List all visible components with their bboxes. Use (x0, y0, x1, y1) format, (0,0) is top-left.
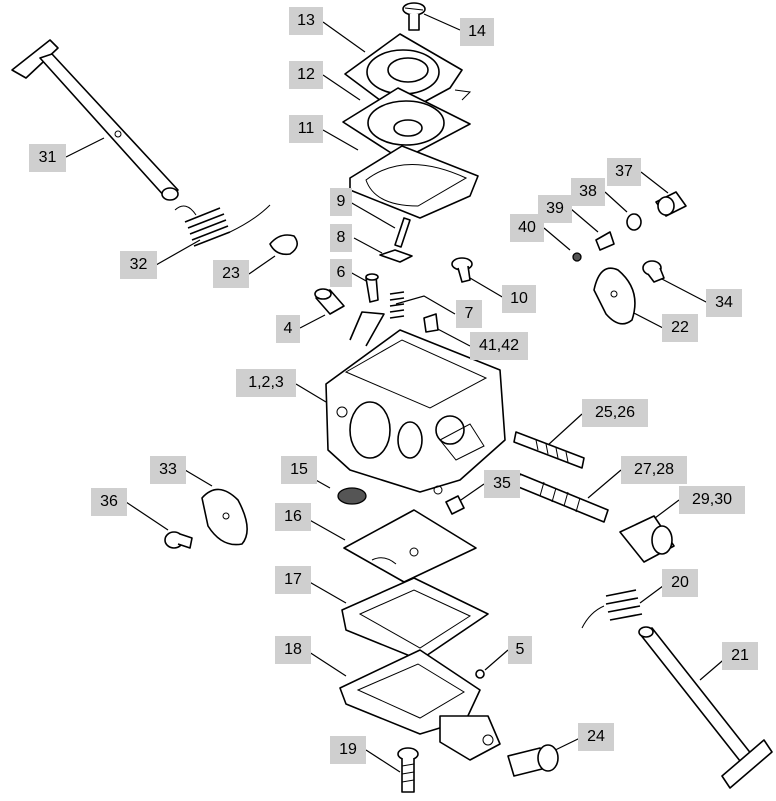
label-part-37[interactable]: 37 (607, 158, 641, 186)
label-part-41-42[interactable]: 41,42 (470, 332, 528, 360)
label-part-1-2-3[interactable]: 1,2,3 (236, 369, 296, 397)
label-part-29-30[interactable]: 29,30 (679, 486, 745, 514)
label-part-10[interactable]: 10 (502, 285, 536, 313)
part-20-spring-drawing (581, 589, 643, 629)
part-1-2-3-body-drawing (325, 311, 506, 495)
label-part-6[interactable]: 6 (330, 259, 352, 287)
label-part-17[interactable]: 17 (275, 566, 311, 594)
label-part-8[interactable]: 8 (330, 224, 352, 252)
part-9-pin-drawing (394, 217, 411, 248)
part-7-spring-drawing (389, 291, 405, 319)
part-19-screw-drawing (397, 747, 419, 793)
part-5-ball-drawing (475, 669, 485, 679)
label-part-20[interactable]: 20 (662, 569, 698, 597)
label-part-4[interactable]: 4 (276, 315, 300, 343)
label-part-18[interactable]: 18 (275, 636, 311, 664)
label-part-25-26[interactable]: 25,26 (582, 399, 648, 427)
part-21-shaft-drawing (638, 626, 773, 789)
part-41-42-drawing (423, 313, 439, 333)
label-part-19[interactable]: 19 (330, 736, 366, 764)
label-part-16[interactable]: 16 (275, 503, 311, 531)
leader-lines (65, 13, 729, 773)
label-part-21[interactable]: 21 (722, 642, 758, 670)
part-8-lever-drawing (379, 249, 413, 263)
label-part-22[interactable]: 22 (662, 314, 698, 342)
label-part-38[interactable]: 38 (571, 178, 605, 206)
label-part-13[interactable]: 13 (289, 7, 323, 35)
part-31-throttle-shaft-drawing (11, 39, 179, 201)
part-25-26-needle-drawing (513, 431, 585, 469)
part-10-screw-drawing (451, 257, 473, 283)
part-33-36-drawing (164, 488, 248, 549)
label-part-7[interactable]: 7 (456, 300, 482, 328)
label-part-32[interactable]: 32 (120, 251, 157, 279)
part-11-gasket-drawing (349, 145, 479, 219)
label-part-31[interactable]: 31 (29, 144, 66, 172)
part-37-40-drawing (572, 191, 687, 262)
part-24-screw-drawing (507, 744, 559, 777)
part-23-clip-drawing (269, 234, 298, 256)
part-15-filter-drawing (337, 487, 367, 505)
part-13-cover-drawing (344, 33, 472, 116)
label-part-27-28[interactable]: 27,28 (621, 456, 687, 484)
part-12-diaphragm-drawing (342, 87, 471, 161)
part-35-drawing (445, 495, 465, 515)
label-part-9[interactable]: 9 (330, 188, 352, 216)
part-17-gasket-drawing (341, 577, 489, 661)
label-part-14[interactable]: 14 (460, 18, 494, 46)
label-part-23[interactable]: 23 (213, 260, 249, 288)
label-part-39[interactable]: 39 (538, 195, 572, 223)
label-part-11[interactable]: 11 (289, 115, 323, 143)
part-4-plug-drawing (314, 288, 345, 315)
part-27-28-needle-drawing (515, 473, 609, 523)
label-part-34[interactable]: 34 (706, 289, 742, 317)
part-29-30-cap-drawing (619, 515, 675, 563)
label-part-12[interactable]: 12 (289, 61, 323, 89)
label-part-15[interactable]: 15 (281, 456, 317, 484)
part-14-screw-drawing (402, 2, 426, 31)
part-32-spring-drawing (174, 204, 271, 247)
part-22-34-drawing (593, 260, 665, 325)
part-6-needle-drawing (365, 273, 379, 303)
part-18-cover-drawing (339, 649, 501, 761)
part-16-gasket-drawing (343, 509, 477, 583)
label-part-36[interactable]: 36 (91, 488, 127, 516)
label-part-24[interactable]: 24 (578, 723, 614, 751)
label-part-35[interactable]: 35 (484, 470, 520, 498)
label-part-5[interactable]: 5 (508, 636, 532, 664)
label-part-33[interactable]: 33 (150, 456, 186, 484)
label-part-40[interactable]: 40 (510, 214, 544, 242)
